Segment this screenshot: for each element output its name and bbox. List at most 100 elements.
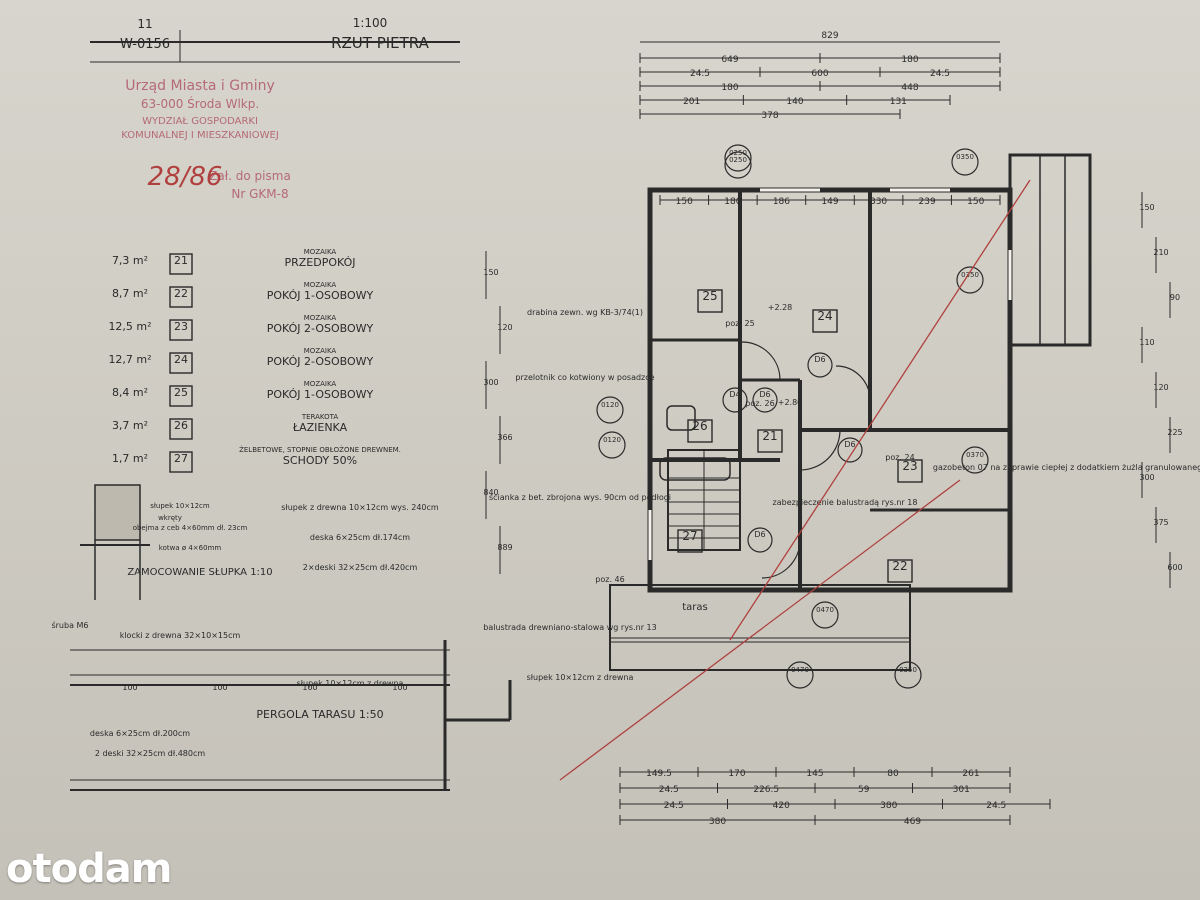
- room-number: 24: [817, 309, 832, 323]
- pergola-note: deska 6×25cm dł.200cm: [90, 729, 190, 738]
- red-pen-cross: [559, 479, 961, 781]
- dimension-value: 24.5: [986, 801, 1006, 811]
- window-tag-label: 0370: [966, 451, 984, 459]
- legend-number-box: [169, 352, 193, 374]
- dimension-value: 300: [483, 378, 498, 387]
- dimension-value: 150: [1139, 203, 1154, 212]
- legend-room-name: POKÓJ 2-OSOBOWY: [267, 322, 374, 335]
- room-number: 25: [702, 289, 717, 303]
- dimension-value: 59: [858, 785, 870, 795]
- drawing-scale: 1:100: [353, 16, 388, 30]
- door-tag: [752, 387, 778, 413]
- dimension-value: 24.5: [659, 785, 679, 795]
- dimension-value: 600: [1167, 563, 1182, 572]
- brand-watermark: otodam: [6, 846, 172, 892]
- window-tag-label: 0120: [601, 401, 619, 409]
- room-number: 26: [692, 419, 707, 433]
- plan-notes: drabina zewn. wg KB-3/74(1)przelotnik co…: [483, 303, 1200, 682]
- legend-room-number: 24: [174, 353, 188, 366]
- legend-room-number: 21: [174, 254, 188, 267]
- pergola-note: słupek 10×12cm z drewna: [297, 679, 404, 688]
- dimension-lines-bottom: 26180145170149.530159226.524.524.5380420…: [619, 195, 1051, 827]
- legend-room-number: 23: [174, 320, 188, 333]
- door-swing: [835, 365, 871, 401]
- window-tag: [786, 661, 814, 689]
- staircase: [667, 449, 741, 551]
- dimension-value: 80: [887, 769, 899, 779]
- detail-title: ZAMOCOWANIE SŁUPKA 1:10: [127, 567, 272, 578]
- dimension-value: 149: [821, 197, 838, 207]
- dimension-value: 140: [786, 97, 803, 107]
- dimension-value: 150: [676, 197, 693, 207]
- legend-room-name: POKÓJ 2-OSOBOWY: [267, 355, 374, 368]
- legend-number-box: [169, 253, 193, 275]
- legend-room-name: POKÓJ 1-OSOBOWY: [267, 388, 374, 401]
- room-number-box: [897, 459, 923, 483]
- pergola-note: 2 deski 32×25cm dł.480cm: [95, 749, 206, 758]
- room-number: 22: [892, 559, 907, 573]
- door-tag: [837, 437, 863, 463]
- door-swing: [761, 539, 801, 579]
- dimension-value: 261: [962, 769, 979, 779]
- stamp-line-3: WYDZIAŁ GOSPODARKI: [142, 116, 258, 127]
- legend-room-area: 7,3 m²: [112, 254, 148, 267]
- pergola-detail: PERGOLA TARASU 1:502 deski 32×25cm dł.48…: [51, 503, 512, 791]
- pergola-note: deska 6×25cm dł.174cm: [310, 533, 410, 542]
- dimension-value: 120: [1153, 383, 1168, 392]
- window-tag-label: 0120: [603, 436, 621, 444]
- window-tag-label: 0350: [899, 666, 917, 674]
- level-mark: +2.28: [768, 303, 793, 312]
- window-tag: [596, 396, 624, 424]
- window-tag-label: 0350: [956, 153, 974, 161]
- legend-room-finish: MOZAIKA: [304, 248, 337, 256]
- dimension-value: 420: [773, 801, 790, 811]
- legend-room-name: POKÓJ 1-OSOBOWY: [267, 289, 374, 302]
- room-number-box: [757, 429, 783, 453]
- outer-wall: [647, 187, 1013, 593]
- door-swing: [799, 429, 841, 471]
- balcony-left: [1008, 153, 1092, 347]
- legend-room-area: 1,7 m²: [112, 452, 148, 465]
- dimension-value: 239: [919, 197, 936, 207]
- dimension-lines-side: 6003753002251201109021015088984036630012…: [483, 192, 1183, 588]
- pergola-note: śruba M6: [51, 620, 88, 630]
- door-tag: [722, 387, 748, 413]
- dimension-value: 131: [890, 97, 907, 107]
- stamp-line-4: KOMUNALNEJ I MIESZKANIOWEJ: [121, 130, 279, 141]
- level-mark: poz. 25: [725, 319, 754, 328]
- legend-room-area: 12,5 m²: [108, 320, 151, 333]
- washbasin: [666, 405, 696, 431]
- door-tag-label: D6: [844, 440, 855, 449]
- pergola-note: klocki z drewna 32×10×15cm: [120, 631, 241, 640]
- level-mark: poz. 24: [885, 453, 914, 462]
- dimension-value: 150: [967, 197, 984, 207]
- window-tag-label: 0250: [729, 149, 747, 157]
- dimension-value: 840: [483, 488, 498, 497]
- dimension-value: 380: [880, 801, 897, 811]
- legend-room-finish: MOZAIKA: [304, 380, 337, 388]
- window-tag: [724, 144, 752, 172]
- pergola-note: 2×deski 32×25cm dł.420cm: [303, 563, 418, 572]
- dimension-value: 469: [904, 817, 921, 827]
- detail-note: obejma z ceb 4×60mm dł. 23cm: [133, 524, 248, 532]
- detail-note: słupek 10×12cm: [150, 502, 210, 510]
- dimension-value: 300: [1139, 473, 1154, 482]
- legend-room-name: ŁAZIENKA: [292, 421, 348, 434]
- stamp-note-2: Nr GKM-8: [231, 187, 288, 201]
- level-mark: +2.80: [778, 398, 803, 407]
- dimension-total: 829: [821, 31, 838, 41]
- window-tag: [956, 266, 984, 294]
- dimension-value: 24.5: [664, 801, 684, 811]
- red-pen-cross: [729, 179, 1031, 641]
- window-tag-label: 0350: [961, 271, 979, 279]
- level-mark: poz. 46: [595, 575, 624, 584]
- dimension-value: 225: [1167, 428, 1182, 437]
- window-tag: [961, 446, 989, 474]
- plan-note: gazobeton 07 na zaprawie ciepłej z dodat…: [933, 463, 1200, 472]
- dimension-value: 649: [721, 55, 738, 65]
